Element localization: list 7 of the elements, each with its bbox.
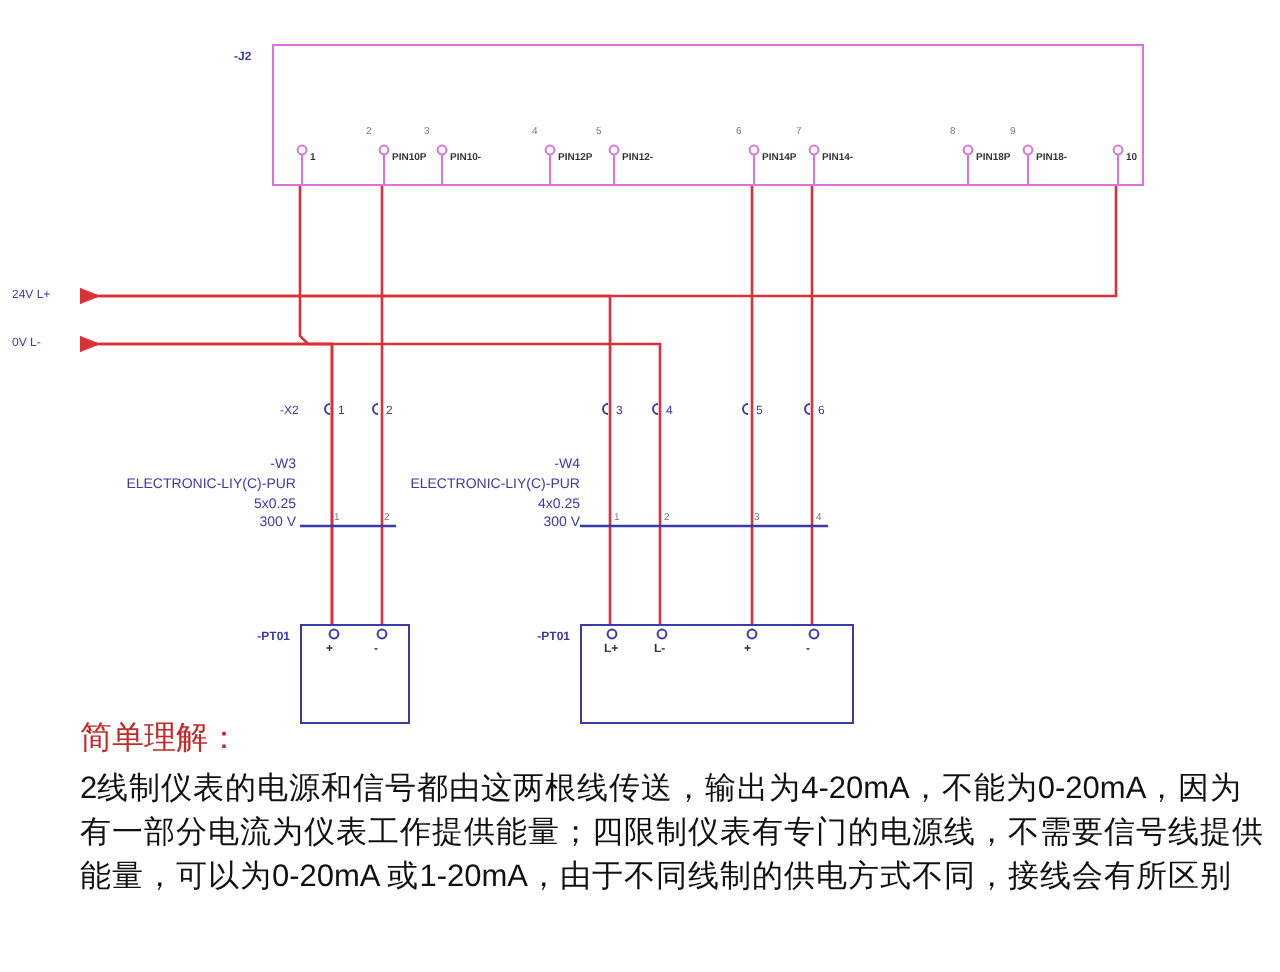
wire (810, 186, 814, 624)
wire (298, 186, 334, 624)
explanation-paragraph: 2线制仪表的电源和信号都由这两根线传送，输出为4-20mA，不能为0-20mA，因为有一部分电流为仪表工作提供能量；四限制仪表有专门的电源线，不需要信号线提供能量，可以为0-20mA 或1-20mA，由于不同线制的供电方式不同，接线会有所区别 (80, 770, 1264, 898)
section-heading: 简单理解： (80, 724, 240, 756)
wire (380, 186, 384, 624)
wire (80, 288, 612, 624)
wire (750, 186, 754, 624)
